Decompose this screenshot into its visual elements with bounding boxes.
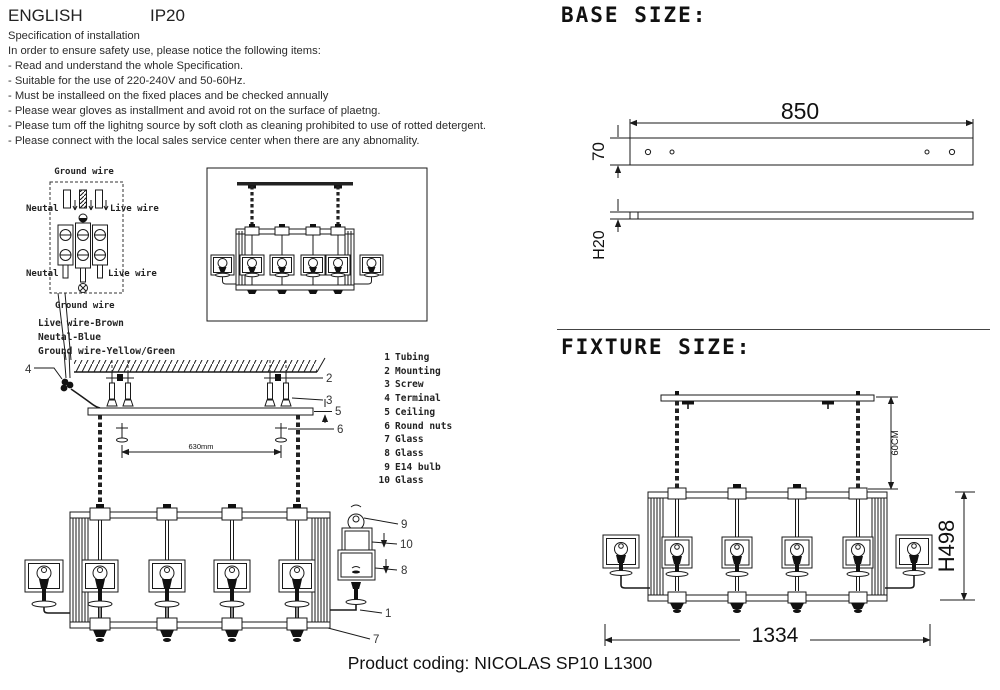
- spec-block: Specification of installation In order t…: [8, 29, 486, 149]
- fixture-chain-label: 60CM: [890, 430, 901, 455]
- spec-item: - Please connect with the local sales se…: [8, 135, 420, 147]
- live-bottom-label: Live wire: [108, 268, 157, 279]
- callout-ceiling: 5: [335, 406, 341, 418]
- left-end-lamp: [25, 560, 70, 613]
- callout-bulb: 9: [401, 519, 407, 531]
- ceiling-hatch: [74, 358, 325, 372]
- mounting-screws: [106, 360, 292, 406]
- product-coding: Product coding: NICOLAS SP10 L1300: [347, 653, 653, 673]
- inner-lamps: [88, 566, 309, 618]
- base-size-heading: BASE SIZE:: [561, 3, 708, 27]
- overview-end-lamps: [211, 255, 383, 284]
- callout-glass-8: 8: [401, 565, 407, 577]
- fixture-height-label: H498: [934, 520, 959, 573]
- fixture-length-label: 1334: [752, 624, 799, 647]
- neutral-top-label: Neutal: [26, 204, 59, 214]
- round-nuts: [116, 423, 287, 442]
- spec-item: - Suitable for the use of 220-240V and 5…: [8, 75, 246, 87]
- section-divider: [557, 329, 990, 330]
- inner-shades: [82, 560, 315, 592]
- callout-screw: 3: [326, 395, 332, 407]
- base-width-label: 850: [781, 98, 819, 124]
- callout-glass-7: 7: [373, 634, 379, 646]
- base-depth-label: 70: [589, 142, 608, 161]
- header-row: ENGLISH IP20: [8, 6, 185, 26]
- base-side-view: [630, 212, 973, 219]
- base-top-view: [630, 138, 973, 165]
- live-top-label: Live wire: [110, 203, 159, 214]
- spec-title: Specification of installation: [8, 30, 140, 42]
- overview-connectors: [245, 224, 345, 235]
- dim-630mm: 630mm: [121, 442, 282, 458]
- callout-round-nuts: 6: [337, 424, 343, 436]
- spec-intro: In order to ensure safety use, please no…: [8, 45, 321, 57]
- callout-tubing: 1: [385, 608, 391, 620]
- fixture-top-bar: [661, 395, 874, 401]
- wiring-diagram: Ground wire Neutal Live wire Neutal Live…: [26, 166, 175, 360]
- exploded-end-lamp: [330, 505, 375, 610]
- callout-mounting: 2: [326, 373, 332, 385]
- base-height-label: H20: [591, 230, 608, 259]
- ground-wire-top-label: Ground wire: [54, 166, 114, 177]
- overview-shades: [240, 255, 350, 285]
- fixture-body: [603, 484, 932, 613]
- ip-rating-label: IP20: [150, 6, 185, 25]
- language-label: ENGLISH: [8, 6, 83, 25]
- wire-legend-ground: Ground wire-Yellow/Green: [38, 346, 175, 357]
- overview-diagram: [206, 167, 428, 322]
- base-bar: [88, 408, 313, 415]
- neutral-bottom-label: Neutal: [26, 269, 59, 279]
- wire-legend-neutral: Neutal-Blue: [38, 332, 101, 343]
- chandelier-body: [25, 504, 330, 642]
- fixture-size-diagram: 60CM: [560, 391, 1000, 647]
- fixture-size-heading: FIXTURE SIZE:: [561, 335, 752, 359]
- spec-item: - Read and understand the whole Specific…: [8, 60, 244, 72]
- installation-diagram: 4 2 3 5: [8, 352, 413, 646]
- ground-wire-bottom-label: Ground wire: [55, 300, 115, 311]
- spec-item: - Please wear gloves as installment and …: [8, 105, 381, 117]
- dim-630mm-label: 630mm: [188, 442, 213, 451]
- wire-legend-live: Live wire-Brown: [38, 318, 124, 329]
- spec-item: - Please tum off the lighitng source by …: [8, 120, 487, 132]
- terminal-blob: [60, 378, 100, 408]
- spec-item: - Must be installeed on the fixed places…: [8, 90, 329, 102]
- fixture-end-lamps: [603, 535, 932, 588]
- callout-terminal: 4: [25, 364, 32, 376]
- base-size-diagram: 850 70 H20: [589, 98, 974, 260]
- callout-glass-10: 10: [400, 539, 413, 551]
